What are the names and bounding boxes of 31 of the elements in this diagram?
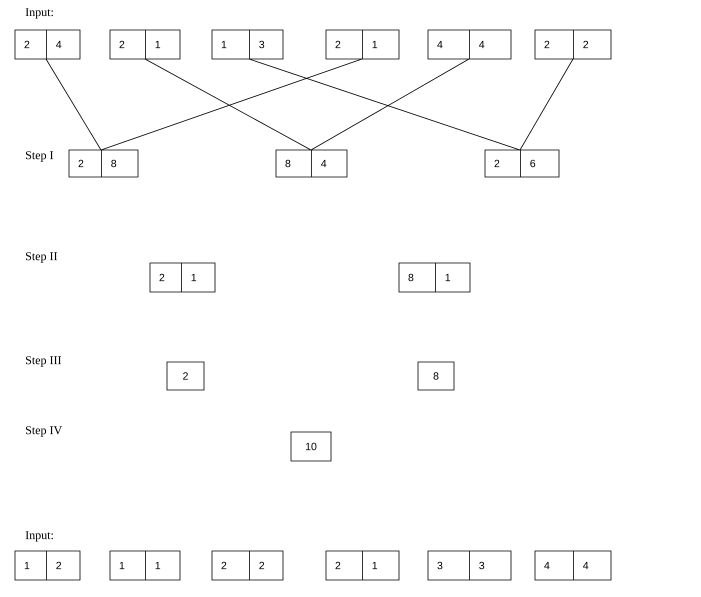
number-box: 2 4: [14, 30, 80, 60]
number-box: 3 3: [428, 550, 512, 580]
number-box: 8: [418, 362, 454, 390]
number-box: 1 1: [110, 550, 180, 580]
number-box: 10: [290, 432, 332, 462]
number-box: 2 6: [484, 150, 560, 178]
connector-line: [100, 58, 362, 150]
step-label: Step II: [26, 252, 58, 263]
connector-line: [520, 58, 574, 150]
number-box: 2 2: [534, 30, 612, 60]
step-label: Step I: [26, 151, 54, 162]
step-label: Input:: [26, 8, 53, 19]
number-box: 2 1: [326, 30, 400, 60]
connector-line: [46, 58, 102, 150]
number-box: 2 1: [110, 30, 180, 60]
number-box: 1 2: [14, 550, 80, 580]
number-box: 2 8: [68, 150, 138, 178]
step-label: Step IV: [26, 426, 62, 437]
connector-line: [310, 58, 470, 150]
connector-line: [144, 58, 312, 150]
number-box: 8 1: [398, 262, 470, 292]
number-box: 4 4: [428, 30, 512, 60]
connector-line: [248, 58, 520, 150]
number-box: 1 3: [212, 30, 284, 60]
number-box: 2 2: [212, 550, 284, 580]
number-box: 4 4: [534, 550, 612, 580]
number-box: 8 4: [276, 150, 348, 178]
step-label: Step III: [26, 356, 62, 367]
number-box: 2 1: [150, 262, 216, 292]
number-box: 2 1: [326, 550, 400, 580]
number-box: 2: [166, 362, 204, 390]
